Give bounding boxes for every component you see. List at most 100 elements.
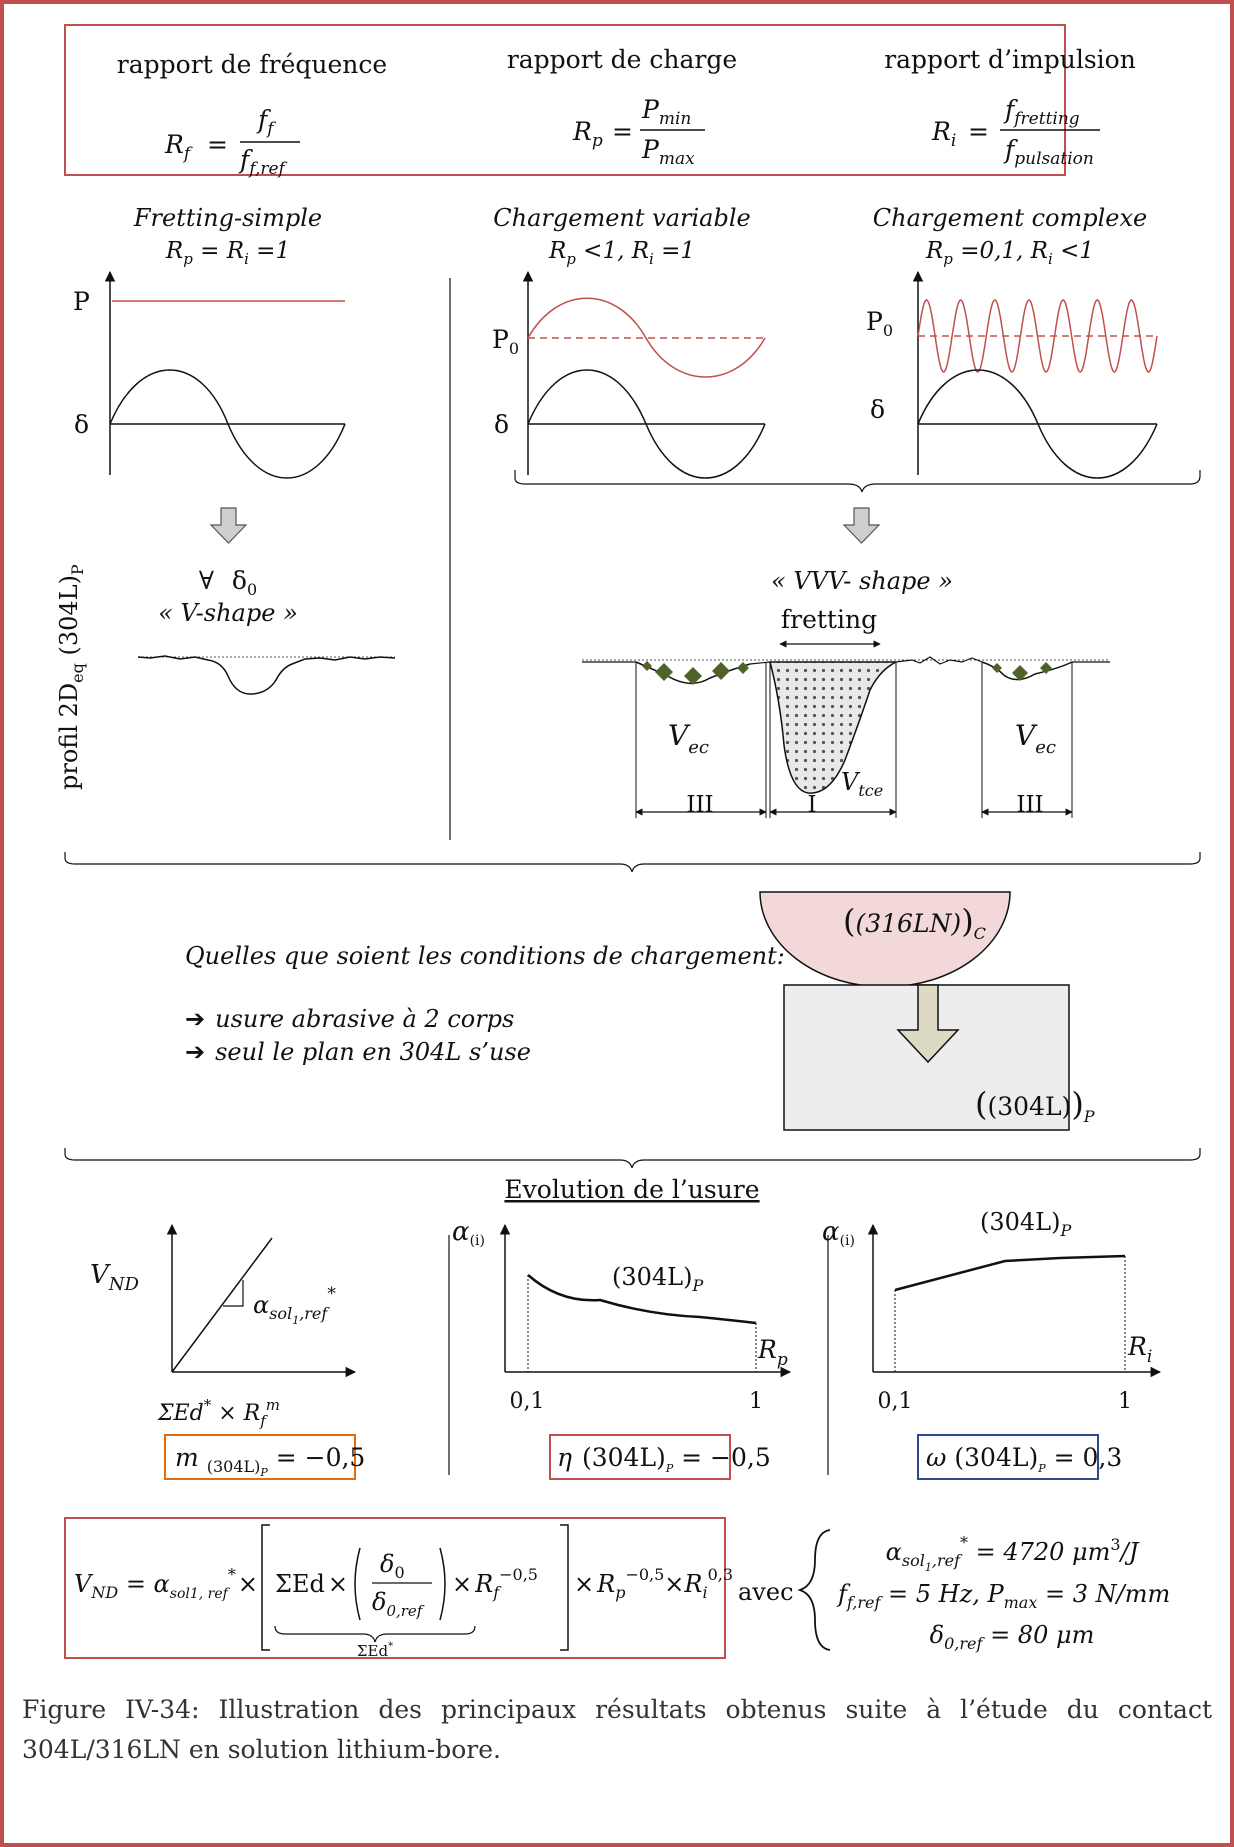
graph-alpha-ri: α(i) (304L)P Ri 0,1 1 ω(304L)P = 0,3 [822,1208,1162,1480]
case-simple-title: Fretting-simple Rp = Ri =1 [133,204,322,268]
displacement-sine [109,369,346,479]
svg-text:×Rf−0,5: ×Rf−0,5 [452,1565,538,1602]
rp-axis-label: Rp [757,1335,788,1370]
p0-label: P0 [866,307,893,340]
vnd-line [171,1237,273,1373]
frequency-ratio-label: rapport de fréquence [117,50,387,79]
p-label: P [73,287,90,316]
curve-label: (304L)P [612,1263,703,1295]
parameters-system: avec αsol1,ref* = 4720 μm3/J ff,ref = 5 … [738,1529,1170,1653]
graph-vnd: VND αsol1,ref* ΣEd* × Rfm m(304L)P = −0,… [90,1223,365,1480]
vec-left-label: Vec [668,719,709,758]
figure-caption: Figure IV-34: Illustration des principau… [22,1695,1212,1764]
omega-parameter-box [917,1434,1099,1480]
alpha-rp-curve [527,1274,757,1325]
plane-label: ((304L))P [975,1085,1095,1126]
vtce-region [769,661,897,794]
svg-text:ff: ff [256,105,276,139]
svg-text:αsol1,ref* = 4720 μm3/J: αsol1,ref* = 4720 μm3/J [886,1533,1140,1574]
svg-text:fpulsation: fpulsation [1003,135,1094,169]
vtce-label: Vtce [841,768,883,800]
svg-text:=: = [968,117,989,146]
svg-text:Chargement variable: Chargement variable [493,204,750,232]
svg-text:ffretting: ffretting [1003,95,1080,129]
displacement-sine [527,369,766,479]
brace-loading-cases [514,470,1201,493]
profile-axis-label: profil 2Deq (304L)P [55,564,87,790]
tick-1: 1 [1118,1389,1132,1414]
svg-text:ω(304L)P = 0,3: ω(304L)P = 0,3 [926,1443,1122,1475]
svg-text:Rp <1, Ri =1: Rp <1, Ri =1 [548,238,695,268]
svg-text:=: = [207,130,228,159]
delta-label: δ [74,410,89,439]
alpha-ri-curve [894,1254,1126,1292]
tick-1: 1 [749,1389,763,1414]
eta-parameter-box [549,1434,731,1480]
svg-text:ff,ref: ff,ref [238,145,288,179]
svg-text:Pmax: Pmax [641,135,695,169]
svg-text:ff,ref = 5 Hz, Pmax = 3 N/mm: ff,ref = 5 Hz, Pmax = 3 N/mm [836,1580,1170,1612]
displacement-sine [917,369,1158,479]
slope-label: αsol1,ref* [253,1284,336,1327]
load-fast-sine [917,299,1158,373]
svg-text:δ0,ref = 80 μm: δ0,ref = 80 μm [930,1621,1095,1653]
svg-text:η(304L)P = −0,5: η(304L)P = −0,5 [557,1443,771,1475]
graph-alpha-rp: α(i) (304L)P Rp 0,1 1 η(304L)P = −0,5 [452,1217,792,1480]
v-shape-label: « V-shape » [158,599,298,627]
vvv-shape-label: « VVV- shape » [771,567,953,595]
vvv-shape-profile [582,656,1110,818]
svg-text:m(304L)P = −0,5: m(304L)P = −0,5 [175,1443,365,1479]
ratios-box: rapport de fréquence rapport de charge r… [64,24,1136,179]
graph-variable: P0 δ [492,270,766,479]
svg-text:Fretting-simple: Fretting-simple [133,204,322,232]
svg-text:Rp = Ri =1: Rp = Ri =1 [165,238,290,268]
svg-text:δ0,ref: δ0,ref [372,1588,425,1620]
down-arrow-simple [209,507,248,544]
evolution-heading: Evolution de l’usure [504,1175,759,1204]
down-arrow-vvv [842,507,881,544]
slope-triangle [223,1280,244,1307]
curve-label: (304L)P [980,1208,1071,1240]
impulse-ratio-formula: Ri = ffretting fpulsation [931,95,1100,169]
brace-top [64,852,1201,873]
svg-text:Pmin: Pmin [641,95,691,129]
conditions-heading: Quelles que soient les conditions de cha… [185,942,785,970]
contact-sketch: ((316LN))C ((304L))P [759,891,1095,1131]
delta-label: δ [494,410,509,439]
zone-iii-right: III [1016,792,1043,818]
svg-text:ΣEd×: ΣEd× [275,1570,348,1598]
svg-text:Ri: Ri [931,117,956,151]
bullet-plane-wear: ➔seul le plan en 304L s’use [185,1038,531,1066]
svg-text:avec: avec [738,1578,794,1606]
svg-text:×Rp−0,5×Ri0,3: ×Rp−0,5×Ri0,3 [574,1565,733,1602]
ball-label: ((316LN))C [843,902,986,943]
fretting-label: fretting [781,605,877,634]
forall-delta0: ∀δ0 [199,566,257,599]
load-sine [527,297,766,378]
svg-text:Rp =0,1, Ri <1: Rp =0,1, Ri <1 [925,238,1094,268]
tick-0-1: 0,1 [510,1389,545,1414]
v-shape-profile [137,655,396,695]
frequency-ratio-formula: Rf = ff ff,ref [164,105,300,179]
case-variable-title: Chargement variable Rp <1, Ri =1 [493,204,750,268]
alpha-axis-label: α(i) [822,1217,855,1249]
svg-text:Chargement complexe: Chargement complexe [873,204,1148,232]
svg-text:ΣEd*: ΣEd* [357,1641,393,1660]
m-parameter-box [164,1434,356,1480]
zone-i: I [807,792,816,818]
svg-text:VND = αsol1, ref*×: VND = αsol1, ref*× [74,1565,258,1604]
vnd-axis-label: VND [90,1260,140,1295]
impulse-ratio-label: rapport d’impulsion [884,45,1136,74]
zone-iii-left: III [686,792,713,818]
vec-right-label: Vec [1015,719,1056,758]
alpha-axis-label: α(i) [452,1217,485,1249]
p0-label: P0 [492,325,519,358]
ri-axis-label: Ri [1127,1332,1152,1367]
case-complex-title: Chargement complexe Rp =0,1, Ri <1 [873,204,1148,268]
energy-axis-label: ΣEd* × Rfm [157,1396,280,1430]
load-arrow [896,984,960,1064]
svg-text:δ0: δ0 [380,1550,405,1582]
bullet-abrasive: ➔usure abrasive à 2 corps [185,1005,514,1033]
